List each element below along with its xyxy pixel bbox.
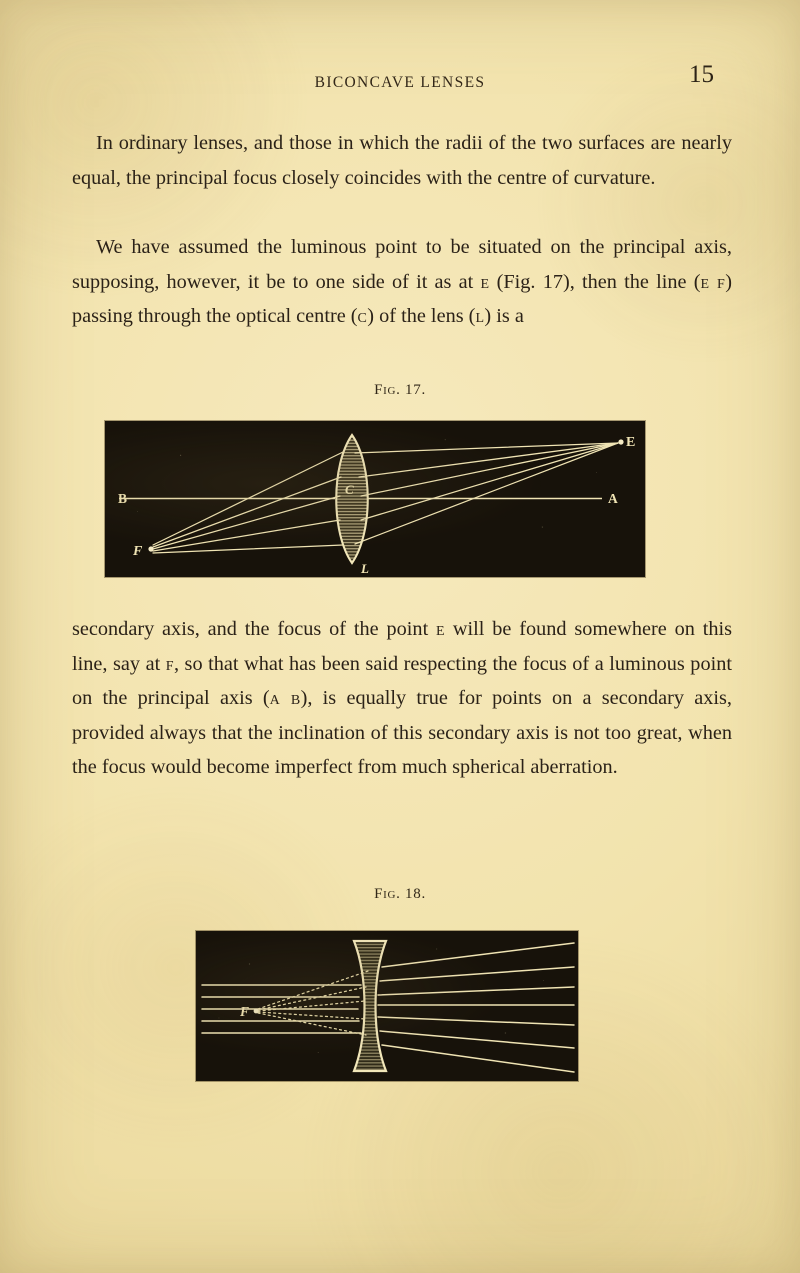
ray-bundle-left [201,984,362,1034]
p3-segment-a: secondary axis, and the focus of the poi… [72,618,437,640]
figure-17-label-C: C [345,482,354,497]
small-cap-l: l [475,305,485,328]
ray-bundle [152,442,619,554]
figure-17-diagram: E F B A C L [118,433,635,576]
virtual-rays-dotted [257,970,369,1036]
figure-17-plate: E F B A C L [105,421,645,577]
paragraph-one-text: In ordinary lenses, and those in which t… [72,132,732,189]
point-f-dot [148,546,154,552]
p3-segment-c: , so that what has been said respecting … [72,652,732,710]
paragraph-two: We have assumed the luminous point to be… [72,230,732,334]
p2-segment-c: ) passing through the optical centre ( [72,270,732,328]
small-cap-ef: e f [700,270,726,293]
paragraph-three: secondary axis, and the focus of the poi… [72,612,732,785]
p2-segment-b: (Fig. 17), then the line ( [489,270,701,293]
figure-17-label-F: F [132,544,143,559]
page-number: 15 [689,61,714,88]
figure-18-plate: F [196,931,578,1081]
small-cap-ab: a b [269,687,301,710]
paragraph-one: In ordinary lenses, and those in which t… [72,126,732,195]
p2-segment-d: ) of the lens ( [367,305,476,328]
biconvex-lens-shape [335,433,369,565]
p2-segment-a: We have assumed the luminous point to be… [72,236,732,293]
figure-17-label-L: L [360,561,369,576]
small-cap-f: f [165,652,174,675]
small-cap-c: c [357,305,368,328]
running-head: BICONCAVE LENSES 15 [0,61,800,100]
point-e-dot [618,439,624,445]
small-cap-e-1: e [480,270,490,293]
figure-17-label-E: E [626,435,635,450]
figure-18-diagram: F [201,939,575,1073]
figure-17-label-A: A [608,491,618,506]
paragraph-three-text: secondary axis, and the focus of the poi… [72,612,732,785]
figure-18-label-F: F [239,1004,249,1019]
figure-18-caption: Fig. 18. [374,886,426,902]
ray-bundle-right [377,942,575,1073]
p3-segment-b: will be found somewhere on this line, sa… [72,618,732,675]
point-f-dot [253,1008,259,1014]
page-title: BICONCAVE LENSES [314,74,486,91]
p2-segment-e: ) is a [484,305,524,328]
small-cap-e-2: e [436,618,445,640]
biconcave-lens-shape [352,939,388,1073]
figure-17-label-B: B [118,491,127,506]
figure-17-caption: Fig. 17. [374,382,426,398]
p3-segment-d: ), is equally true for points on a secon… [72,687,733,779]
paragraph-two-text: We have assumed the luminous point to be… [72,230,732,334]
